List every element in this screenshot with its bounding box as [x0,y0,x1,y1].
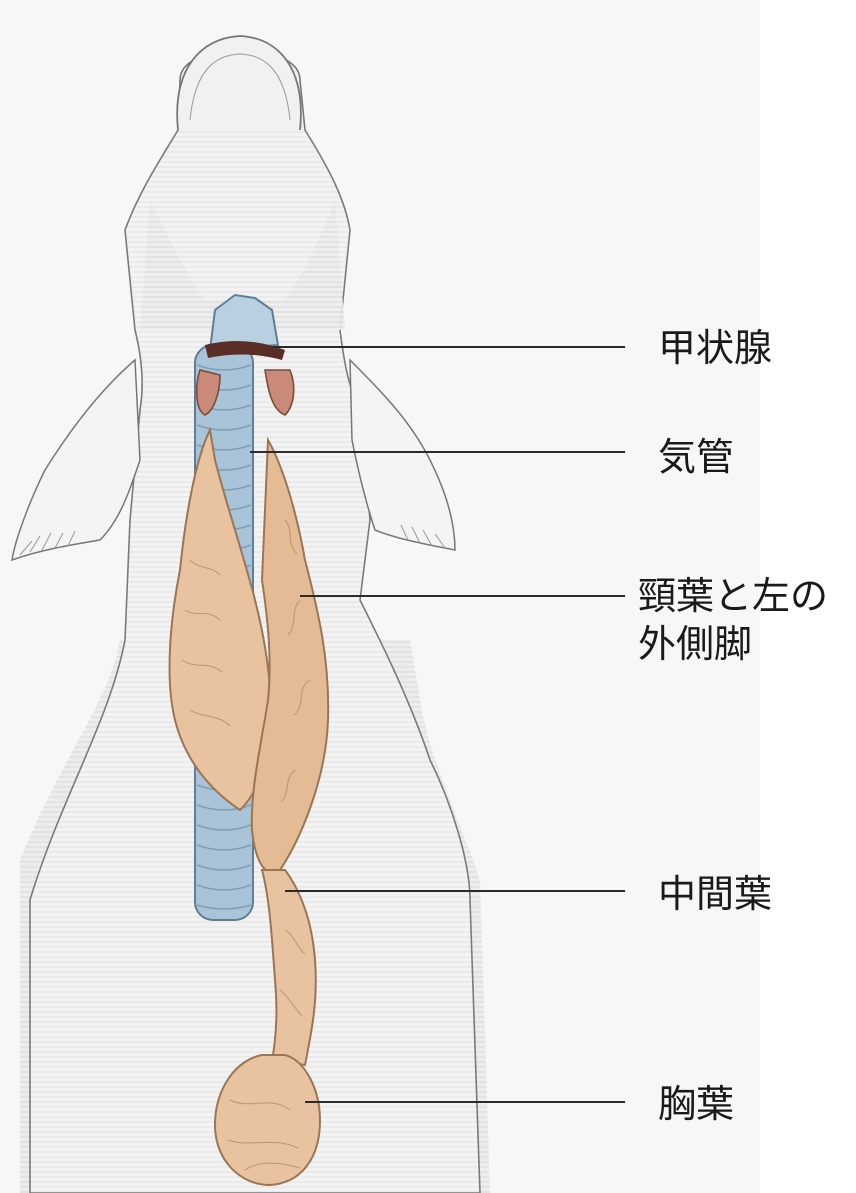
label-thyroid: 甲状腺 [658,324,772,372]
label-thyroid-text: 甲状腺 [658,324,772,372]
label-intermediate-lobe: 中間葉 [658,870,772,918]
label-thoracic-lobe: 胸葉 [658,1080,734,1128]
label-trachea-text: 気管 [658,433,734,481]
label-thoracic-lobe-text: 胸葉 [658,1080,734,1128]
thymus-thoracic-lobe [215,1055,320,1185]
label-trachea: 気管 [658,433,734,481]
label-cervical-lobe-line2: 外側脚 [638,620,828,668]
label-cervical-lobe: 頸葉と左の 外側脚 [638,572,828,668]
label-intermediate-lobe-text: 中間葉 [658,870,772,918]
label-cervical-lobe-line1: 頸葉と左の [638,572,828,620]
